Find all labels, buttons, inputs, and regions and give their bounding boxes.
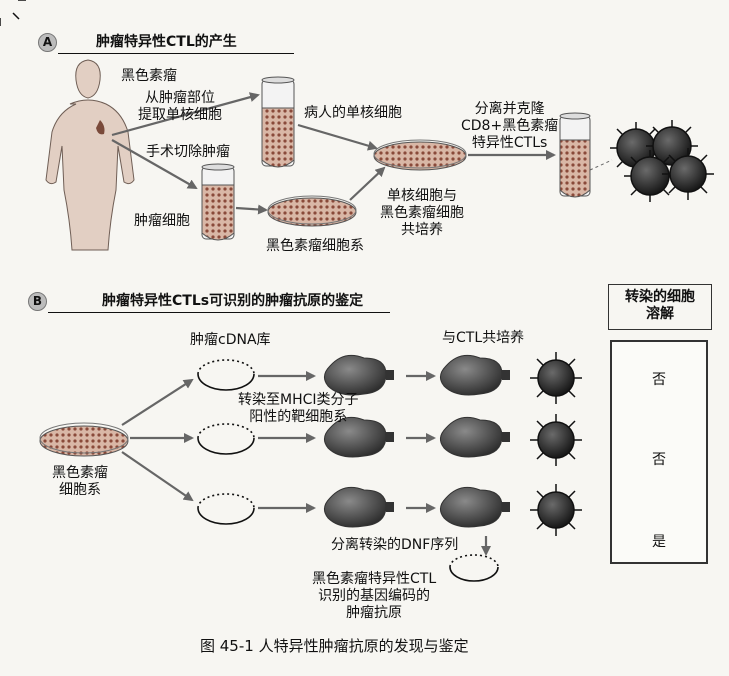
label-patient-mononuclear: 病人的单核细胞: [304, 105, 402, 121]
label-panel-b-cell-line: 黑色素瘤 细胞系: [52, 465, 108, 498]
lysis-header: 转染的细胞 溶解: [625, 289, 695, 322]
zoom-line: [589, 159, 613, 171]
patient-silhouette: [45, 59, 135, 251]
panel-b-badge: B: [28, 292, 47, 311]
panel-b-title: 肿瘤特异性CTLs可识别的肿瘤抗原的鉴定: [102, 293, 364, 309]
melanoma-cell-line-dish: [267, 195, 357, 227]
figure-caption: 图 45-1 人特异性肿瘤抗原的发现与鉴定: [200, 637, 469, 655]
panel-b-rows: [121, 351, 583, 582]
label-extract-mononuclear: 从肿瘤部位 提取单核细胞: [138, 90, 222, 123]
coculture-dish: [373, 139, 467, 171]
label-gene-antigen: 黑色素瘤特异性CTL 识别的基因编码的 肿瘤抗原: [312, 571, 437, 621]
lysis-header-box: [608, 284, 712, 330]
label-melanoma-cell-line: 黑色素瘤细胞系: [266, 238, 364, 254]
panel-a-title-rule: [58, 53, 294, 54]
mononuclear-tube: [261, 76, 295, 168]
label-coculture: 单核细胞与 黑色素瘤细胞 共培养: [380, 188, 464, 238]
ctl-tube: [559, 112, 591, 198]
panel-b-title-rule: [48, 312, 390, 313]
panel-b-source-dish: [39, 422, 129, 457]
label-transfect-mhc: 转染至MHCⅠ类分子 阳性的靶细胞系: [238, 392, 359, 425]
label-isolate-dnf: 分离转染的DNF序列: [331, 537, 459, 553]
label-melanoma: 黑色素瘤: [121, 68, 177, 84]
label-isolate-ctl: 分离并克隆 CD8+黑色素瘤 特异性CTLs: [461, 101, 559, 151]
tumor-cell-tube: [201, 163, 235, 241]
lysis-result-row-1: 否: [652, 372, 666, 388]
label-surgery: 手术切除肿瘤: [146, 144, 230, 160]
lysis-result-row-3: 是: [652, 534, 666, 550]
panel-a-title: 肿瘤特异性CTL的产生: [96, 34, 237, 50]
label-coculture-ctl: 与CTL共培养: [442, 330, 525, 346]
lysis-result-row-2: 否: [652, 452, 666, 468]
lysis-results-box: [610, 340, 708, 564]
panel-a-badge: A: [38, 33, 57, 52]
label-cdna-library: 肿瘤cDNA库: [190, 332, 271, 348]
label-tumor-cells: 肿瘤细胞: [134, 213, 190, 229]
panel-a-arrows: [111, 92, 556, 215]
ctl-cluster: [0, 0, 715, 203]
